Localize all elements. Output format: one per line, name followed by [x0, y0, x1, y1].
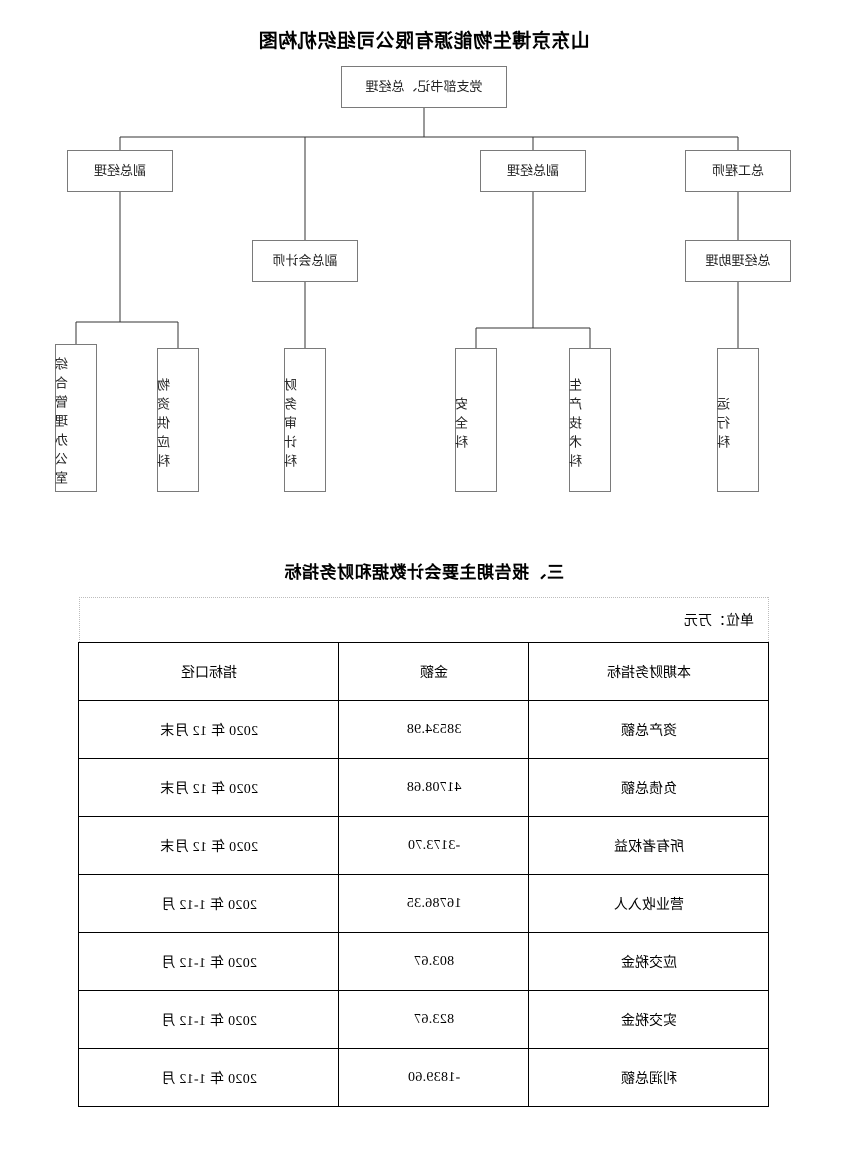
- org-chart: 山东京博生物能源有限公司组织机构图: [0, 0, 848, 520]
- cell-amount: -1839.60: [339, 1048, 529, 1107]
- cell-amount: 41708.68: [339, 758, 529, 817]
- table-row: 资产总额 38534.98 2020 年 12 月末: [79, 700, 769, 759]
- cell-amount: 803.67: [339, 932, 529, 991]
- table-row: 利润总额 -1839.60 2020 年 1-12 月: [79, 1048, 769, 1107]
- org-node-dept-materials-supply[interactable]: 物资供应科: [157, 348, 199, 492]
- cell-metric: 利润总额: [529, 1048, 769, 1107]
- org-node-deputy-chief-accountant[interactable]: 副总会计师: [252, 240, 358, 282]
- cell-caliber: 2020 年 1-12 月: [79, 990, 339, 1049]
- table-header-row: 本期财务指标 金额 指标口径: [79, 642, 769, 701]
- cell-metric: 资产总额: [529, 700, 769, 759]
- table-unit-label: 单位：万元: [79, 597, 769, 642]
- cell-metric: 实交税金: [529, 990, 769, 1049]
- cell-amount: 38534.98: [339, 700, 529, 759]
- org-node-dept-finance-audit[interactable]: 财务审计科: [284, 348, 326, 492]
- financial-indicators-table: 本期财务指标 金额 指标口径 资产总额 38534.98 2020 年 12 月…: [79, 642, 770, 1107]
- cell-caliber: 2020 年 12 月末: [79, 700, 339, 759]
- cell-caliber: 2020 年 1-12 月: [79, 932, 339, 991]
- financial-section: 三、报告期主要会计数据和财务指标 单位：万元 本期财务指标 金额 指标口径 资产…: [0, 540, 848, 1107]
- table-row: 实交税金 823.67 2020 年 1-12 月: [79, 990, 769, 1049]
- org-node-gm-assistant[interactable]: 总经理助理: [685, 240, 791, 282]
- cell-caliber: 2020 年 12 月末: [79, 816, 339, 875]
- column-header-amount: 金额: [339, 642, 529, 701]
- org-node-dept-safety[interactable]: 安全科: [455, 348, 497, 492]
- cell-amount: 823.67: [339, 990, 529, 1049]
- table-row: 营业收入人 16786.35 2020 年 1-12 月: [79, 874, 769, 933]
- org-node-deputy-gm-1[interactable]: 副总经理: [480, 150, 586, 192]
- org-node-chief-engineer[interactable]: 总工程师: [685, 150, 791, 192]
- cell-metric: 负债总额: [529, 758, 769, 817]
- cell-amount: 16786.35: [339, 874, 529, 933]
- cell-caliber: 2020 年 1-12 月: [79, 1048, 339, 1107]
- cell-caliber: 2020 年 1-12 月: [79, 874, 339, 933]
- org-chart-connectors: [75, 108, 739, 348]
- column-header-metric: 本期财务指标: [529, 642, 769, 701]
- org-node-dept-general-admin-office[interactable]: 综合管理办公室: [55, 344, 97, 492]
- table-row: 应交税金 803.67 2020 年 1-12 月: [79, 932, 769, 991]
- cell-metric: 所有者权益: [529, 816, 769, 875]
- cell-caliber: 2020 年 12 月末: [79, 758, 339, 817]
- org-node-root[interactable]: 党支部书记、总经理: [341, 66, 507, 108]
- column-header-caliber: 指标口径: [79, 642, 339, 701]
- cell-metric: 应交税金: [529, 932, 769, 991]
- cell-amount: -3173.70: [339, 816, 529, 875]
- org-node-dept-operations[interactable]: 运行科: [717, 348, 759, 492]
- org-node-dept-production-technology[interactable]: 生产技术科: [569, 348, 611, 492]
- table-row: 所有者权益 -3173.70 2020 年 12 月末: [79, 816, 769, 875]
- org-node-deputy-gm-2[interactable]: 副总经理: [67, 150, 173, 192]
- financial-section-heading: 三、报告期主要会计数据和财务指标: [284, 563, 564, 582]
- cell-metric: 营业收入人: [529, 874, 769, 933]
- table-row: 负债总额 41708.68 2020 年 12 月末: [79, 758, 769, 817]
